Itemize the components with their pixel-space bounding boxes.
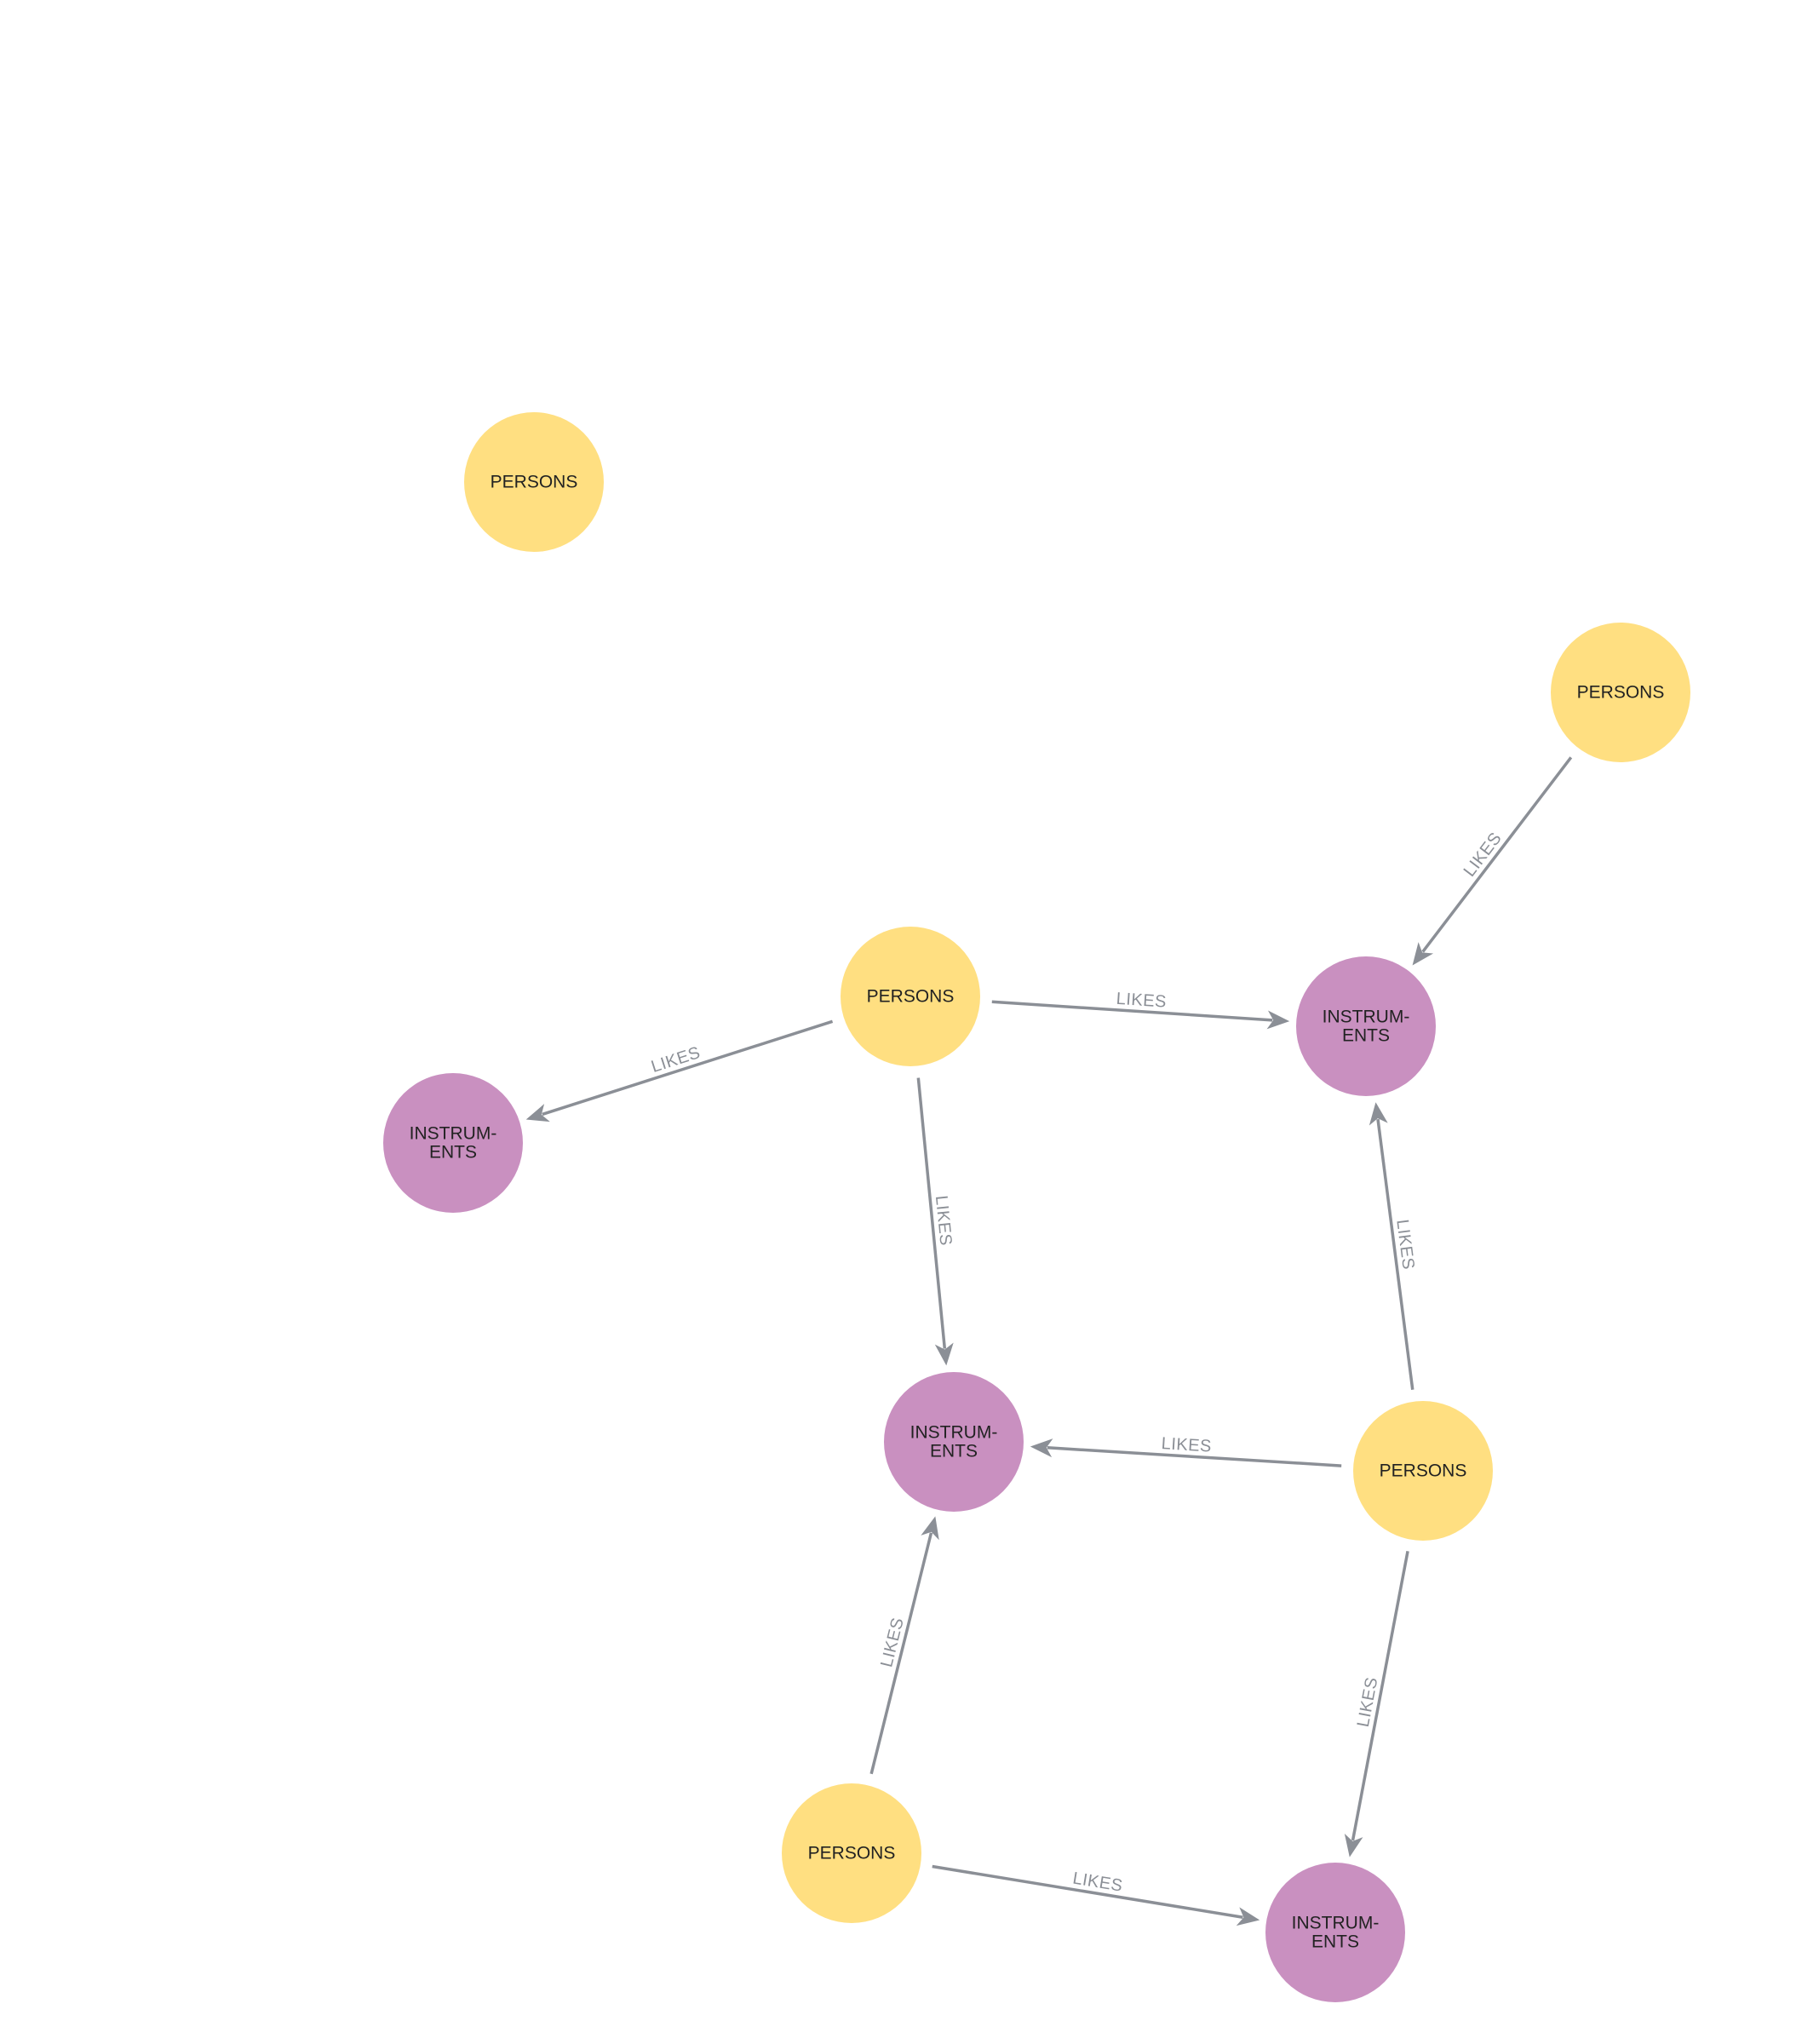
edge-arrowhead	[934, 1342, 954, 1366]
node-circle	[841, 927, 980, 1066]
edge-arrowhead	[1412, 942, 1434, 966]
edge-label: LIKES	[1354, 1675, 1382, 1728]
edge-line	[916, 1077, 947, 1349]
persons-node[interactable]: PERSONS	[1551, 623, 1690, 762]
edge-p3-i1[interactable]: LIKES	[991, 990, 1290, 1030]
edge-arrowhead	[1266, 1010, 1290, 1030]
node-label: INSTRUM-	[1323, 1008, 1410, 1027]
edge-line	[542, 1019, 834, 1117]
instruments-node[interactable]: INSTRUM-ENTS	[1265, 1863, 1405, 2002]
persons-node[interactable]: PERSONS	[841, 927, 980, 1066]
edge-p3-i3[interactable]: LIKES	[916, 1077, 955, 1366]
edge-p5-i3[interactable]: LIKES	[869, 1516, 939, 1775]
node-label: ENTS	[1342, 1026, 1390, 1046]
persons-node[interactable]: PERSONS	[464, 412, 604, 552]
node-circle	[383, 1073, 523, 1213]
node-circle	[1296, 956, 1436, 1096]
edge-p4-i4[interactable]: LIKES	[1344, 1550, 1409, 1857]
node-circle	[884, 1372, 1024, 1512]
node-label: ENTS	[429, 1143, 477, 1163]
edge-label: LIKES	[1116, 990, 1168, 1012]
edge-label: LIKES	[1161, 1434, 1212, 1456]
edge-p4-i3[interactable]: LIKES	[1030, 1434, 1342, 1467]
edges-layer: LIKES LIKES LIKES LIKES LIKES LIKES LIKES LIKES…	[525, 756, 1573, 1926]
edge-arrowhead	[921, 1516, 939, 1541]
nodes-layer: PERSONS PERSONS PERSONS PERSONS PERSONS INSTR…	[383, 412, 1690, 2002]
node-label: ENTS	[930, 1442, 978, 1461]
edge-arrowhead	[1344, 1833, 1363, 1857]
node-label: PERSONS	[867, 987, 955, 1007]
edge-arrowhead	[1030, 1438, 1053, 1458]
edge-p4-i1[interactable]: LIKES	[1369, 1102, 1418, 1391]
node-label: INSTRUM-	[910, 1423, 998, 1443]
node-label: ENTS	[1311, 1932, 1359, 1952]
edge-arrowhead	[525, 1104, 550, 1122]
node-circle	[1353, 1401, 1493, 1541]
edge-p5-i4[interactable]: LIKES	[932, 1864, 1260, 1926]
node-label: PERSONS	[1577, 683, 1665, 703]
edge-line	[1351, 1550, 1409, 1841]
edge-line	[1047, 1446, 1342, 1467]
edge-line	[932, 1864, 1243, 1919]
node-label: INSTRUM-	[410, 1124, 497, 1144]
node-label: PERSONS	[808, 1844, 896, 1863]
persons-node[interactable]: PERSONS	[1353, 1401, 1493, 1541]
edge-line	[1421, 756, 1573, 953]
instruments-node[interactable]: INSTRUM-ENTS	[383, 1073, 523, 1213]
edge-line	[991, 1000, 1273, 1022]
edge-p2-i1[interactable]: LIKES	[1412, 756, 1573, 966]
node-circle	[464, 412, 604, 552]
node-label: INSTRUM-	[1292, 1914, 1380, 1933]
node-circle	[1551, 623, 1690, 762]
node-label: PERSONS	[1380, 1461, 1467, 1481]
persons-node[interactable]: PERSONS	[782, 1783, 921, 1923]
edge-line	[1376, 1118, 1414, 1391]
edge-line	[869, 1532, 933, 1775]
instruments-node[interactable]: INSTRUM-ENTS	[1296, 956, 1436, 1096]
node-circle	[1265, 1863, 1405, 2002]
node-label: PERSONS	[491, 473, 578, 492]
edge-p3-i2[interactable]: LIKES	[525, 1019, 834, 1122]
node-circle	[782, 1783, 921, 1923]
instruments-node[interactable]: INSTRUM-ENTS	[884, 1372, 1024, 1512]
edge-arrowhead	[1236, 1907, 1260, 1926]
edge-arrowhead	[1369, 1102, 1388, 1126]
